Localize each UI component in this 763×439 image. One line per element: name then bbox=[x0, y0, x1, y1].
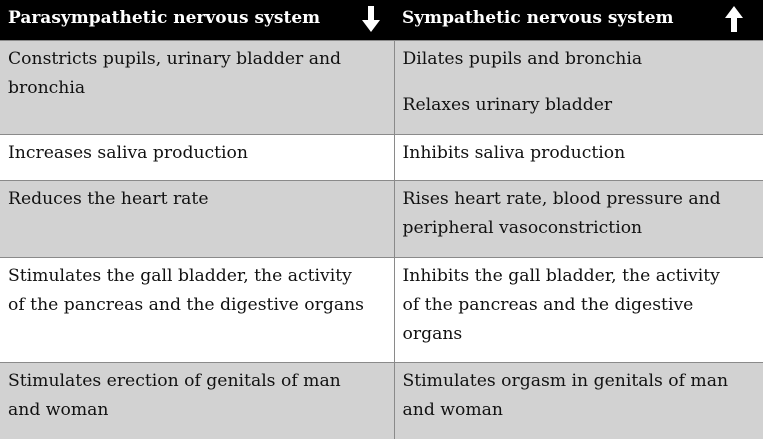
cell-text: organs bbox=[403, 320, 756, 349]
sympathetic-cell: Inhibits saliva production bbox=[394, 135, 763, 181]
cell-text: of the pancreas and the digestive organs bbox=[8, 291, 386, 320]
table-row: Stimulates the gall bladder, the activit… bbox=[0, 258, 763, 363]
cell-text: bronchia bbox=[8, 74, 386, 103]
table-row: Constricts pupils, urinary bladder and b… bbox=[0, 41, 763, 135]
cell-text: Rises heart rate, blood pressure and bbox=[403, 185, 756, 214]
parasympathetic-cell: Increases saliva production bbox=[0, 135, 394, 181]
parasympathetic-cell: Stimulates erection of genitals of man a… bbox=[0, 363, 394, 439]
parasympathetic-cell: Constricts pupils, urinary bladder and b… bbox=[0, 41, 394, 135]
cell-text: Inhibits the gall bladder, the activity bbox=[403, 262, 756, 291]
cell-text: Stimulates the gall bladder, the activit… bbox=[8, 262, 386, 291]
cell-text: peripheral vasoconstriction bbox=[403, 214, 756, 243]
cell-text: Reduces the heart rate bbox=[8, 185, 386, 214]
parasympathetic-cell: Stimulates the gall bladder, the activit… bbox=[0, 258, 394, 363]
parasympathetic-cell: Reduces the heart rate bbox=[0, 181, 394, 258]
header-sympathetic-label: Sympathetic nervous system bbox=[402, 8, 674, 28]
cell-text: Increases saliva production bbox=[8, 139, 386, 168]
cell-text: of the pancreas and the digestive bbox=[403, 291, 756, 320]
header-parasympathetic: Parasympathetic nervous system bbox=[0, 0, 394, 41]
cell-text: and woman bbox=[8, 396, 386, 425]
sympathetic-cell: Stimulates orgasm in genitals of man and… bbox=[394, 363, 763, 439]
cell-text: Stimulates orgasm in genitals of man bbox=[403, 367, 756, 396]
cell-text: Constricts pupils, urinary bladder and bbox=[8, 45, 386, 74]
cell-text: Dilates pupils and bronchia bbox=[403, 45, 756, 74]
sympathetic-cell: Dilates pupils and bronchia Relaxes urin… bbox=[394, 41, 763, 135]
sympathetic-cell: Rises heart rate, blood pressure and per… bbox=[394, 181, 763, 258]
cell-text: and woman bbox=[403, 396, 756, 425]
table-row: Reduces the heart rate Rises heart rate,… bbox=[0, 181, 763, 258]
header-sympathetic: Sympathetic nervous system bbox=[394, 0, 763, 41]
cell-text: Inhibits saliva production bbox=[403, 139, 756, 168]
header-row: Parasympathetic nervous system Sympathet… bbox=[0, 0, 763, 41]
header-parasympathetic-label: Parasympathetic nervous system bbox=[8, 8, 320, 28]
table-row: Increases saliva production Inhibits sal… bbox=[0, 135, 763, 181]
sympathetic-cell: Inhibits the gall bladder, the activity … bbox=[394, 258, 763, 363]
table-row: Stimulates erection of genitals of man a… bbox=[0, 363, 763, 439]
arrow-down-icon bbox=[362, 6, 380, 32]
arrow-up-icon bbox=[725, 6, 743, 32]
cell-text: Relaxes urinary bladder bbox=[403, 91, 756, 120]
cell-text: Stimulates erection of genitals of man bbox=[8, 367, 386, 396]
